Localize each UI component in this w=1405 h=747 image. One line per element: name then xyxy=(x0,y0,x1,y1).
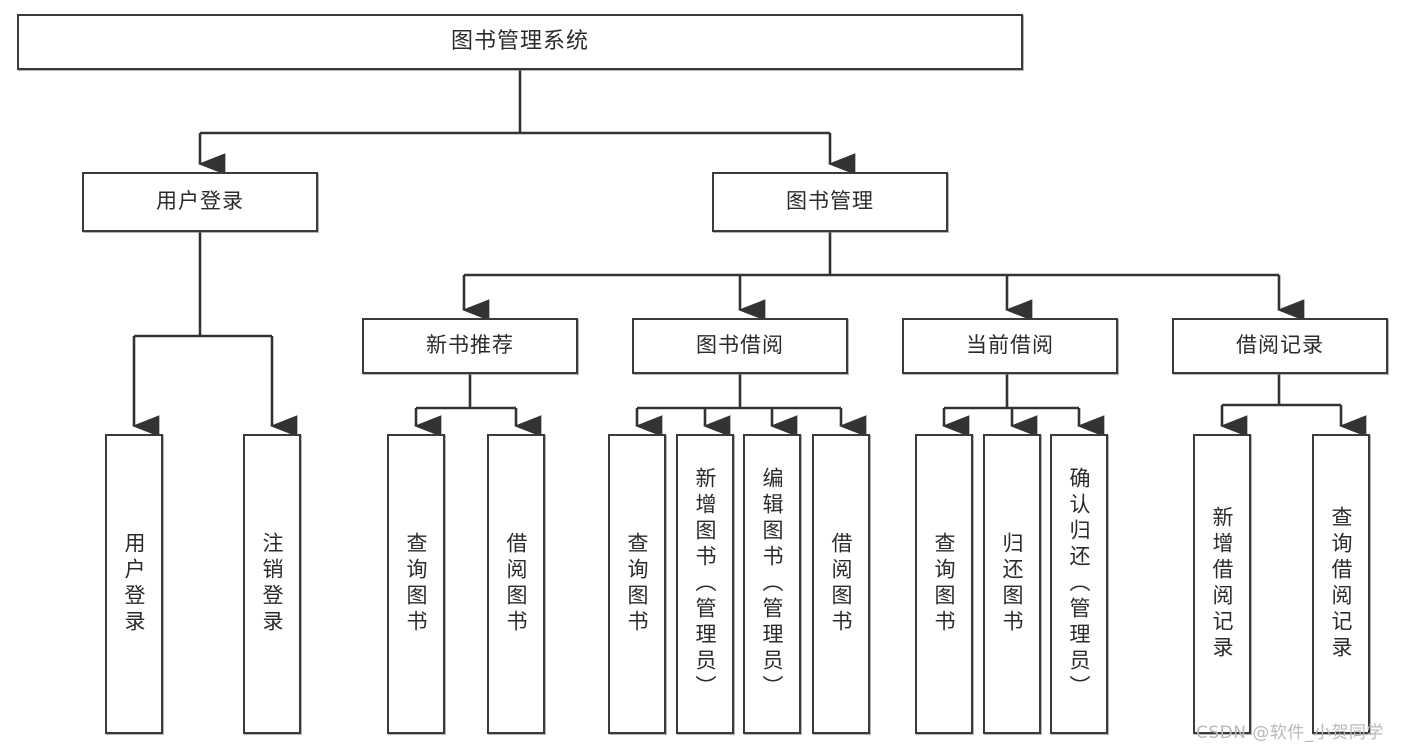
node-leaf-add-borrow-record[interactable]: 新增借阅记录 xyxy=(1193,434,1251,734)
edge-group-book-manage xyxy=(462,232,1305,321)
node-leaf-edit-book[interactable]: 编辑图书（管理员） xyxy=(743,434,801,734)
node-leaf-add-borrow-record-label: 新增借阅记录 xyxy=(1210,506,1235,662)
edge-group-current-borrow xyxy=(942,374,1105,437)
node-leaf-borrow-book-recommend-label: 借阅图书 xyxy=(504,532,529,636)
node-leaf-return-book-label: 归还图书 xyxy=(1000,532,1025,636)
node-leaf-borrow-book-label: 借阅图书 xyxy=(829,532,854,636)
node-user-login-label: 用户登录 xyxy=(156,189,244,214)
node-current-borrow[interactable]: 当前借阅 xyxy=(902,318,1118,374)
node-leaf-user-logout[interactable]: 注销登录 xyxy=(243,434,301,734)
node-leaf-borrow-book[interactable]: 借阅图书 xyxy=(812,434,870,734)
node-book-manage[interactable]: 图书管理 xyxy=(712,172,948,232)
node-leaf-add-book[interactable]: 新增图书（管理员） xyxy=(676,434,734,734)
node-new-book-recommend[interactable]: 新书推荐 xyxy=(362,318,578,374)
edge-group-user-login xyxy=(132,232,298,437)
csdn-watermark: CSDN @软件_小贺同学 xyxy=(1196,718,1384,743)
node-leaf-user-login-label: 用户登录 xyxy=(122,532,147,636)
node-leaf-confirm-return[interactable]: 确认归还（管理员） xyxy=(1050,434,1108,734)
node-book-borrow[interactable]: 图书借阅 xyxy=(632,318,848,374)
node-leaf-borrow-book-recommend[interactable]: 借阅图书 xyxy=(487,434,545,734)
node-user-login[interactable]: 用户登录 xyxy=(82,172,318,232)
node-leaf-confirm-return-label: 确认归还（管理员） xyxy=(1067,467,1092,701)
node-leaf-edit-book-label: 编辑图书（管理员） xyxy=(760,467,785,701)
node-leaf-user-login[interactable]: 用户登录 xyxy=(105,434,163,734)
node-current-borrow-label: 当前借阅 xyxy=(966,333,1054,358)
node-root-label: 图书管理系统 xyxy=(450,28,589,54)
node-leaf-add-book-label: 新增图书（管理员） xyxy=(693,467,718,701)
edge-group-borrow-record xyxy=(1220,374,1367,437)
node-leaf-query-book-borrow-label: 查询图书 xyxy=(625,532,650,636)
node-leaf-query-book-borrow[interactable]: 查询图书 xyxy=(608,434,666,734)
edge-group-new-book-recommend xyxy=(414,374,542,437)
node-borrow-record[interactable]: 借阅记录 xyxy=(1172,318,1388,374)
csdn-watermark-text: CSDN @软件_小贺同学 xyxy=(1196,723,1384,743)
node-leaf-return-book[interactable]: 归还图书 xyxy=(983,434,1041,734)
node-new-book-recommend-label: 新书推荐 xyxy=(426,333,514,358)
node-leaf-query-book-current[interactable]: 查询图书 xyxy=(915,434,973,734)
node-book-manage-label: 图书管理 xyxy=(786,189,874,214)
edge-group-book-borrow xyxy=(635,374,867,437)
node-borrow-record-label: 借阅记录 xyxy=(1236,333,1324,358)
node-leaf-query-book-current-label: 查询图书 xyxy=(932,532,957,636)
node-leaf-query-book-recommend-label: 查询图书 xyxy=(404,532,429,636)
node-leaf-query-borrow-record-label: 查询借阅记录 xyxy=(1329,506,1354,662)
node-leaf-query-book-recommend[interactable]: 查询图书 xyxy=(387,434,445,734)
node-book-borrow-label: 图书借阅 xyxy=(696,333,784,358)
node-root[interactable]: 图书管理系统 xyxy=(17,14,1023,70)
node-leaf-query-borrow-record[interactable]: 查询借阅记录 xyxy=(1312,434,1370,734)
node-leaf-user-logout-label: 注销登录 xyxy=(260,532,285,636)
edge-group-root xyxy=(198,70,856,175)
